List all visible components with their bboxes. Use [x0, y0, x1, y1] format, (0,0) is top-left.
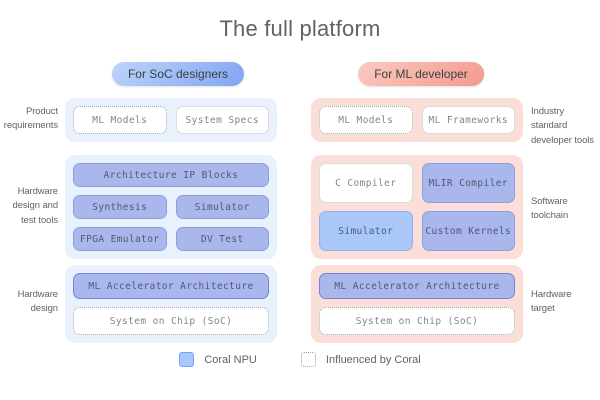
panel-soc-hardware-design-test-tools: Architecture IP Blocks Synthesis Simulat…: [65, 155, 277, 259]
box-system-specs: System Specs: [175, 106, 269, 134]
box-mlir-compiler: MLIR Compiler: [421, 163, 515, 203]
side-label-hardware-design: Hardware design: [17, 289, 58, 315]
box-fpga-emulator: FPGA Emulator: [73, 227, 167, 251]
box-soc-ml-models: ML Models: [73, 106, 167, 134]
box-dv-test: DV Test: [175, 227, 269, 251]
pill-soc-designers: For SoC designers: [111, 62, 245, 86]
box-c-compiler: C Compiler: [319, 163, 413, 203]
box-architecture-ip-blocks: Architecture IP Blocks: [73, 163, 269, 187]
box-custom-kernels: Custom Kernels: [421, 211, 515, 251]
panel-soc-hardware-design: ML Accelerator Architecture System on Ch…: [65, 265, 277, 343]
legend-label-coral-npu: Coral NPU: [204, 353, 257, 366]
box-ml-frameworks: ML Frameworks: [421, 106, 515, 134]
box-ml-ml-models: ML Models: [319, 106, 413, 134]
pill-ml-developer: For ML developer: [358, 62, 484, 86]
box-ml-ml-accelerator-architecture: ML Accelerator Architecture: [319, 273, 515, 299]
legend: Coral NPU Influenced by Coral: [0, 352, 600, 367]
panel-ml-hardware-target: ML Accelerator Architecture System on Ch…: [311, 265, 523, 343]
legend-item-coral-npu: Coral NPU: [179, 352, 257, 367]
side-label-industry-standard-tools: Industry standard developer tools: [531, 106, 594, 146]
panel-soc-product-requirements: ML Models System Specs: [65, 98, 277, 142]
box-ml-simulator: Simulator: [319, 211, 413, 251]
box-soc-simulator: Simulator: [175, 195, 269, 219]
box-synthesis: Synthesis: [73, 195, 167, 219]
legend-swatch-influenced-by-coral: [300, 352, 316, 367]
page-title: The full platform: [219, 16, 381, 41]
legend-label-influenced-by-coral: Influenced by Coral: [325, 353, 421, 366]
legend-item-influenced-by-coral: Influenced by Coral: [300, 352, 421, 367]
panel-ml-software-toolchain: C Compiler MLIR Compiler Simulator Custo…: [311, 155, 523, 259]
box-soc-system-on-chip: System on Chip (SoC): [73, 307, 269, 335]
legend-swatch-coral-npu: [179, 352, 195, 367]
side-label-hardware-design-test-tools: Hardware design and test tools: [12, 186, 59, 226]
panel-ml-industry-standard-tools: ML Models ML Frameworks: [311, 98, 523, 142]
box-soc-ml-accelerator-architecture: ML Accelerator Architecture: [73, 273, 269, 299]
side-label-software-toolchain: Software toolchain: [531, 196, 569, 222]
side-label-product-requirements: Product requirements: [3, 106, 58, 132]
side-label-hardware-target: Hardware target: [531, 289, 572, 315]
box-ml-system-on-chip: System on Chip (SoC): [319, 307, 515, 335]
